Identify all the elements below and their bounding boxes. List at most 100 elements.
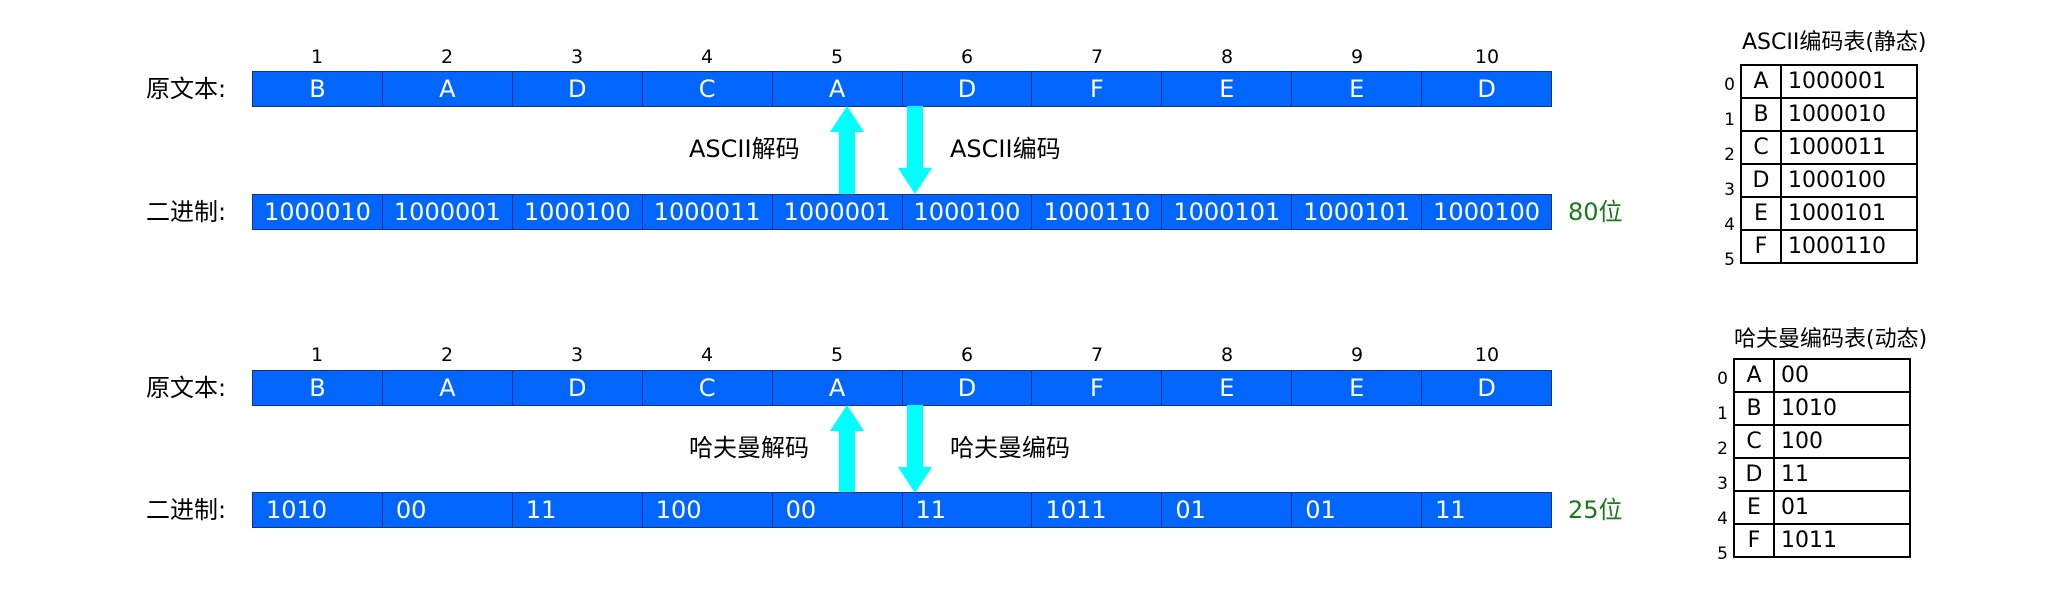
index-label: 1 — [310, 344, 324, 366]
char-cell: D — [1733, 457, 1775, 492]
row-index: 1 — [1724, 110, 1735, 130]
index-row-bottom: 1 2 3 4 5 6 7 8 9 10 — [252, 343, 1552, 367]
index-label: 7 — [1090, 46, 1104, 68]
text-cell: D — [513, 371, 643, 405]
code-cell: 00 — [1773, 358, 1911, 393]
text-cell: A — [383, 371, 513, 405]
row-index: 3 — [1724, 180, 1735, 200]
code-cell: 1000010 — [1780, 97, 1918, 132]
index-label: 3 — [570, 344, 584, 366]
binary-label: 二进制: — [146, 496, 227, 524]
index-label: 2 — [440, 46, 454, 68]
index-row-top: 1 2 3 4 5 6 7 8 9 10 — [252, 45, 1552, 69]
char-cell: A — [1733, 358, 1775, 393]
text-cell: D — [903, 72, 1033, 106]
binary-cell: 1000001 — [773, 195, 903, 229]
binary-label: 二进制: — [146, 198, 227, 226]
binary-cell: 1000110 — [1032, 195, 1163, 229]
encode-arrow-down-icon — [898, 106, 932, 194]
binary-cell: 100 — [643, 493, 773, 527]
text-cell: E — [1162, 72, 1293, 106]
code-cell: 1000101 — [1780, 196, 1918, 231]
binary-cell: 11 — [513, 493, 643, 527]
index-label: 9 — [1350, 344, 1364, 366]
index-label: 6 — [960, 46, 974, 68]
index-label: 1 — [310, 46, 324, 68]
binary-cell: 1010 — [253, 493, 383, 527]
code-cell: 100 — [1773, 424, 1911, 459]
code-cell: 01 — [1773, 490, 1911, 525]
index-label: 3 — [570, 46, 584, 68]
huffman-decode-label: 哈夫曼解码 — [689, 434, 809, 462]
binary-cell: 1000101 — [1162, 195, 1293, 229]
text-cell: E — [1292, 72, 1423, 106]
text-cell: A — [383, 72, 513, 106]
char-cell: D — [1740, 163, 1782, 198]
code-cell: 1000100 — [1780, 163, 1918, 198]
row-index: 1 — [1717, 404, 1728, 424]
index-label: 8 — [1220, 46, 1234, 68]
binary-bar: 1010 00 11 100 00 11 1011 01 01 11 — [252, 492, 1552, 528]
binary-cell: 1000101 — [1292, 195, 1423, 229]
row-index: 2 — [1724, 145, 1735, 165]
row-index: 0 — [1724, 75, 1735, 95]
bit-count-label: 80位 — [1568, 198, 1623, 226]
text-cell: E — [1162, 371, 1293, 405]
ascii-decode-label: ASCII解码 — [689, 135, 800, 163]
text-cell: B — [253, 72, 383, 106]
text-cell: C — [643, 371, 773, 405]
decode-arrow-up-icon — [830, 405, 864, 493]
index-label: 4 — [700, 344, 714, 366]
char-cell: F — [1740, 229, 1782, 264]
ascii-table-title: ASCII编码表(静态) — [1742, 30, 1927, 55]
binary-cell: 1000010 — [253, 195, 383, 229]
row-index: 4 — [1717, 509, 1728, 529]
index-label: 5 — [830, 46, 844, 68]
text-cell: D — [903, 371, 1033, 405]
original-text-label: 原文本: — [146, 374, 227, 402]
char-cell: B — [1733, 391, 1775, 426]
text-cell: D — [1477, 75, 1496, 103]
text-cell: C — [643, 72, 773, 106]
binary-cell: 1011 — [1032, 493, 1163, 527]
binary-cell: 1000100 — [1433, 198, 1541, 226]
row-index: 0 — [1717, 369, 1728, 389]
text-cell: B — [253, 371, 383, 405]
text-cell: D — [513, 72, 643, 106]
binary-cell: 01 — [1162, 493, 1293, 527]
encode-arrow-down-icon — [898, 405, 932, 493]
char-cell: C — [1740, 130, 1782, 165]
binary-cell: 00 — [383, 493, 513, 527]
huffman-encode-label: 哈夫曼编码 — [950, 434, 1070, 462]
row-index: 2 — [1717, 439, 1728, 459]
row-index: 4 — [1724, 215, 1735, 235]
bit-count-label: 25位 — [1568, 496, 1623, 524]
index-label: 10 — [1474, 46, 1500, 68]
huffman-table-title: 哈夫曼编码表(动态) — [1734, 327, 1928, 352]
char-cell: B — [1740, 97, 1782, 132]
decode-arrow-up-icon — [830, 106, 864, 194]
binary-cell: 1000011 — [643, 195, 773, 229]
code-cell: 1000001 — [1780, 64, 1918, 99]
char-cell: A — [1740, 64, 1782, 99]
binary-cell: 00 — [773, 493, 903, 527]
text-cell: E — [1292, 371, 1423, 405]
binary-cell: 11 — [1435, 496, 1466, 524]
index-label: 6 — [960, 344, 974, 366]
original-text-label: 原文本: — [146, 75, 227, 103]
row-index: 5 — [1724, 250, 1735, 270]
binary-cell: 1000001 — [383, 195, 513, 229]
